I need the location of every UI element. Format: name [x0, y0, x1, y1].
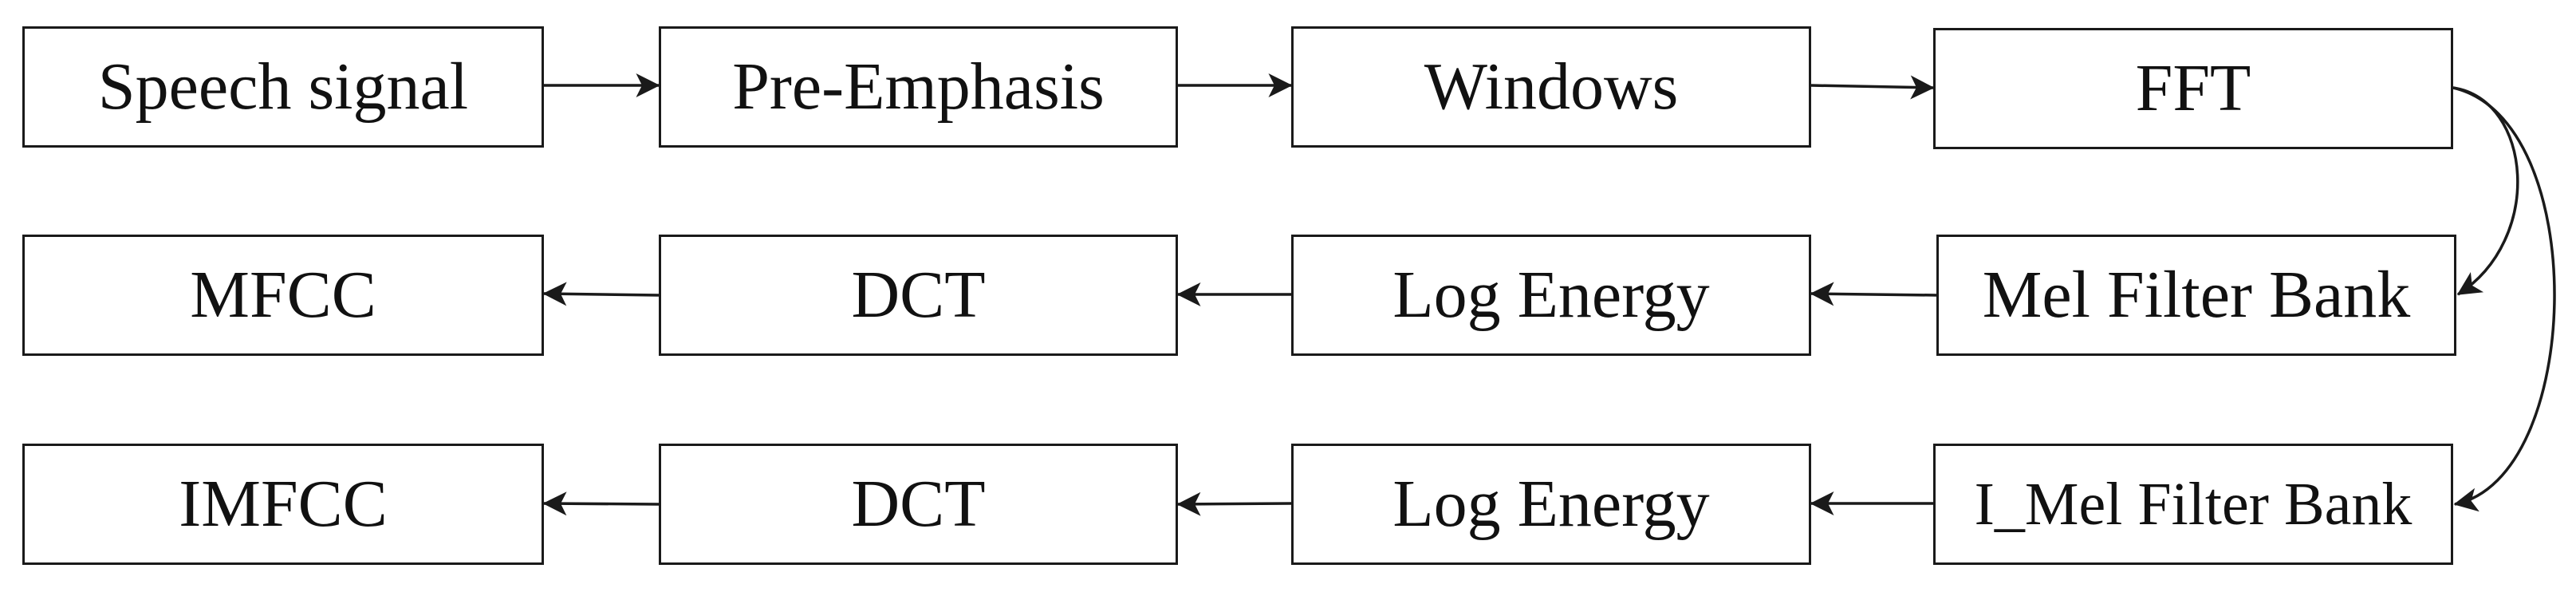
- edge-fft-to-imel: [2452, 86, 2556, 512]
- node-speech-signal: Speech signal: [22, 26, 544, 148]
- node-label: IMFCC: [179, 467, 388, 541]
- node-label: Log Energy: [1392, 258, 1710, 332]
- node-label: FFT: [2135, 51, 2251, 125]
- edge-log2-to-dct2: [1176, 491, 1292, 516]
- node-label: Mel Filter Bank: [1982, 258, 2411, 332]
- node-mfcc: MFCC: [22, 235, 544, 356]
- node-label: DCT: [851, 467, 986, 541]
- node-dct-mfcc-branch: DCT: [659, 235, 1178, 356]
- edge-dct2-to-imfcc: [542, 491, 660, 516]
- node-label: MFCC: [190, 258, 376, 332]
- edge-dct1-to-mfcc: [542, 282, 660, 306]
- node-label: Pre-Emphasis: [732, 49, 1105, 124]
- node-log-energy-imfcc-branch: Log Energy: [1291, 444, 1811, 565]
- edge-windows-to-fft: [1810, 75, 1935, 100]
- node-label: Log Energy: [1392, 467, 1710, 541]
- node-pre-emphasis: Pre-Emphasis: [659, 26, 1178, 148]
- node-imfcc: IMFCC: [22, 444, 544, 565]
- node-label: Speech signal: [97, 49, 469, 124]
- node-label: Windows: [1424, 49, 1679, 124]
- node-windows: Windows: [1291, 26, 1811, 148]
- node-label: I_Mel Filter Bank: [1974, 471, 2413, 538]
- node-inverted-mel-filter-bank: I_Mel Filter Bank: [1933, 444, 2453, 565]
- node-fft: FFT: [1933, 28, 2453, 149]
- node-mel-filter-bank: Mel Filter Bank: [1936, 235, 2456, 356]
- node-dct-imfcc-branch: DCT: [659, 444, 1178, 565]
- node-log-energy-mfcc-branch: Log Energy: [1291, 235, 1811, 356]
- edge-mel-to-log1: [1810, 282, 1937, 306]
- node-label: DCT: [851, 258, 986, 332]
- edge-fft-to-mel: [2452, 86, 2519, 296]
